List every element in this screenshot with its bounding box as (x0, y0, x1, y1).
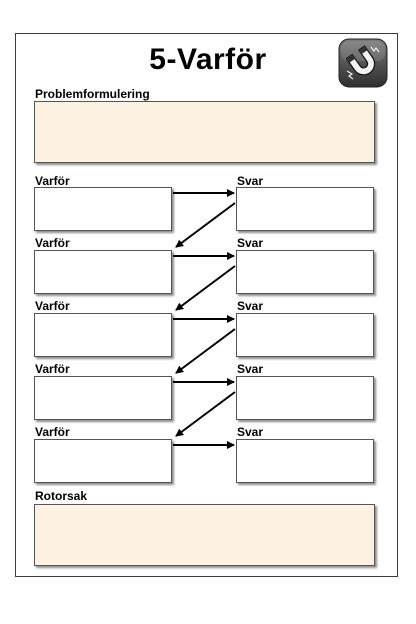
answer-field[interactable] (236, 250, 374, 294)
why-field[interactable] (34, 376, 172, 420)
diagonal-arrow (175, 265, 236, 311)
answer-label: Svar (237, 362, 264, 376)
answer-label: Svar (237, 299, 264, 313)
diagonal-arrow (175, 391, 236, 437)
answer-label: Svar (237, 236, 264, 250)
problem-statement-label: Problemformulering (35, 87, 150, 101)
problem-statement-field[interactable] (34, 101, 375, 163)
page-title: 5-Varför (149, 43, 267, 76)
why-field[interactable] (34, 187, 172, 231)
why-label: Varför (35, 174, 70, 188)
why-field[interactable] (34, 250, 172, 294)
why-label: Varför (35, 236, 70, 250)
diagonal-arrow (175, 202, 236, 248)
answer-label: Svar (237, 174, 264, 188)
why-field[interactable] (34, 439, 172, 483)
diagonal-arrow (175, 328, 236, 374)
root-cause-label: Rotorsak (35, 489, 88, 503)
answer-label: Svar (237, 425, 264, 439)
answer-field[interactable] (236, 187, 374, 231)
why-label: Varför (35, 362, 70, 376)
answer-field[interactable] (236, 313, 374, 357)
why-label: Varför (35, 299, 70, 313)
magnet-icon (338, 38, 388, 88)
answer-field[interactable] (236, 439, 374, 483)
root-cause-field[interactable] (34, 504, 375, 566)
why-field[interactable] (34, 313, 172, 357)
why-label: Varför (35, 425, 70, 439)
answer-field[interactable] (236, 376, 374, 420)
